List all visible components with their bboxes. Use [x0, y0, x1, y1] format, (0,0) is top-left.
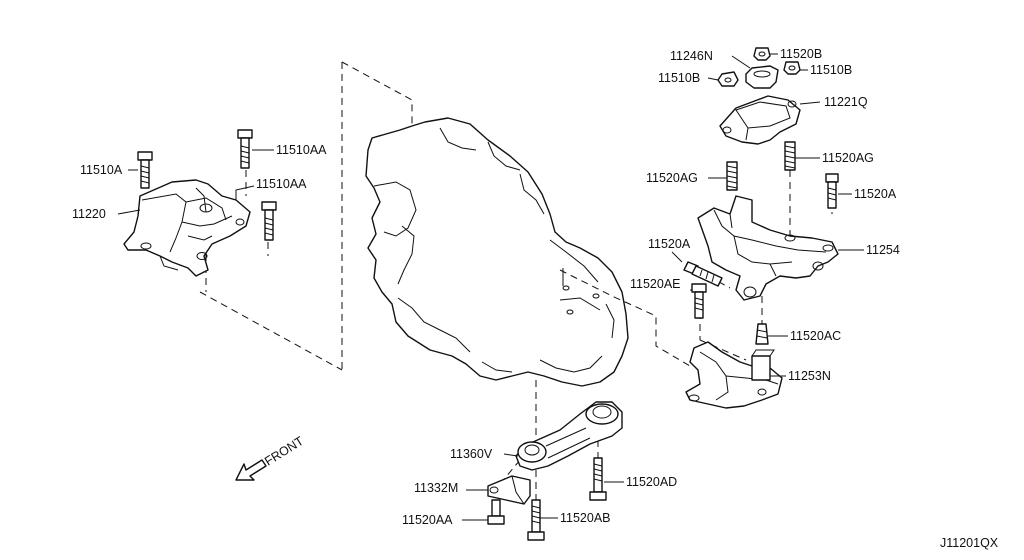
label-11510AA-upper: 11510AA	[276, 143, 327, 157]
label-11510B-left: 11510B	[658, 71, 700, 85]
bolt-11520AA[interactable]	[487, 499, 505, 525]
diagram-id: J11201QX	[940, 536, 999, 550]
nut-11510B-right[interactable]	[783, 61, 801, 75]
label-11254: 11254	[866, 243, 900, 257]
bolt-11520AE[interactable]	[691, 283, 707, 319]
stud-11520AG-left[interactable]	[726, 161, 738, 191]
front-label: FRONT	[262, 434, 306, 469]
label-11253N: 11253N	[788, 369, 831, 383]
label-11520B: 11520B	[780, 47, 822, 61]
bolt-11510AA-upper[interactable]	[237, 129, 253, 169]
label-11520A-lower: 11520A	[648, 237, 691, 251]
label-11360V: 11360V	[450, 447, 493, 461]
stud-11520AG-right[interactable]	[784, 141, 796, 171]
nut-11520B[interactable]	[753, 47, 771, 61]
lower-bracket-11253N[interactable]	[685, 341, 783, 409]
front-direction-indicator: FRONT	[235, 434, 306, 481]
bolt-11510A[interactable]	[137, 151, 153, 189]
label-11246N: 11246N	[670, 49, 713, 63]
bracket-11332M[interactable]	[487, 475, 531, 505]
label-11520AB: 11520AB	[560, 511, 611, 525]
mount-bracket-11254[interactable]	[697, 195, 839, 301]
label-11332M: 11332M	[414, 481, 458, 495]
leader-lines	[117, 53, 864, 521]
bolt-11520A-upper[interactable]	[825, 173, 839, 209]
bolt-11520A-lower[interactable]	[683, 261, 723, 287]
label-11520AG-left: 11520AG	[646, 171, 698, 185]
bolt-11520AB[interactable]	[527, 499, 545, 541]
engine-block	[365, 117, 629, 387]
label-11520AD: 11520AD	[626, 475, 677, 489]
torque-rod-11360V[interactable]	[515, 401, 623, 471]
rubber-insulator-11246N[interactable]	[745, 65, 779, 89]
label-11510B-right: 11510B	[810, 63, 852, 77]
label-11510A: 11510A	[80, 163, 123, 177]
left-engine-mount[interactable]	[123, 179, 251, 277]
label-11520AA: 11520AA	[402, 513, 453, 527]
label-11520A-upper: 11520A	[854, 187, 897, 201]
label-11520AC: 11520AC	[790, 329, 841, 343]
label-11520AG-right: 11520AG	[822, 151, 874, 165]
label-11220: 11220	[72, 207, 106, 221]
bolt-11510AA-lower[interactable]	[261, 201, 277, 241]
label-11221Q: 11221Q	[824, 95, 868, 109]
label-11510AA-lower: 11510AA	[256, 177, 307, 191]
label-11520AE: 11520AE	[630, 277, 681, 291]
part-labels: 11510A 11510AA 11510AA 11220 11246N 1152…	[72, 47, 999, 550]
nut-11510B-left[interactable]	[717, 71, 739, 87]
front-arrow-icon	[235, 459, 267, 481]
upper-mount-bracket-11221Q[interactable]	[719, 95, 801, 145]
bolt-11520AD[interactable]	[589, 457, 607, 501]
stud-11520AC[interactable]	[755, 323, 769, 345]
